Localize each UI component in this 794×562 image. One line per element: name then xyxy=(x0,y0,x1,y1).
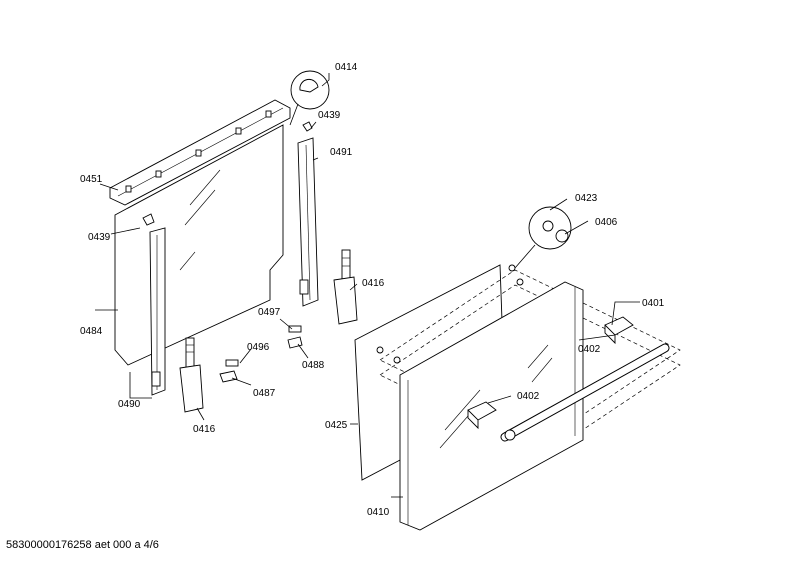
detail-callout-0414 xyxy=(289,70,330,126)
label-0488: 0488 xyxy=(302,360,325,371)
label-0402-back: 0402 xyxy=(578,344,601,355)
label-0491: 0491 xyxy=(330,147,353,158)
hinge-rail-right xyxy=(297,137,319,307)
top-trim-strip xyxy=(109,99,291,206)
label-0484: 0484 xyxy=(80,326,103,337)
label-0423: 0423 xyxy=(575,193,598,204)
hinge-rail-left xyxy=(149,227,166,396)
bushing-4 xyxy=(508,264,516,272)
label-0414: 0414 xyxy=(335,62,358,73)
label-0451: 0451 xyxy=(80,174,103,185)
handle-bracket-front xyxy=(467,401,497,430)
clip-top xyxy=(302,121,313,132)
bushing-2 xyxy=(393,356,401,364)
label-0402-front: 0402 xyxy=(517,391,540,402)
part-0496 xyxy=(225,359,239,367)
label-0487: 0487 xyxy=(253,388,276,399)
label-0425: 0425 xyxy=(325,420,348,431)
label-0497: 0497 xyxy=(258,307,281,318)
bushing-3 xyxy=(516,278,524,286)
handle-bracket-back xyxy=(604,316,634,345)
label-0490: 0490 xyxy=(118,399,141,410)
door-handle xyxy=(500,343,670,442)
label-0406: 0406 xyxy=(595,217,618,228)
label-0496: 0496 xyxy=(247,342,270,353)
part-0487 xyxy=(219,370,238,383)
part-0497 xyxy=(288,325,302,333)
label-0401: 0401 xyxy=(642,298,665,309)
detail-callout-0423-0406 xyxy=(514,206,572,269)
clip-left xyxy=(142,213,155,226)
label-0439-top: 0439 xyxy=(318,110,341,121)
label-0416-upper: 0416 xyxy=(362,278,385,289)
label-0416-lower: 0416 xyxy=(193,424,216,435)
hinge-lower xyxy=(179,337,204,413)
label-0410: 0410 xyxy=(367,507,390,518)
document-footer-code: 58300000176258 aet 000 a 4/6 xyxy=(6,539,159,551)
bushing-1 xyxy=(376,346,384,354)
leader-lines xyxy=(95,73,640,498)
label-0439-left: 0439 xyxy=(88,232,111,243)
